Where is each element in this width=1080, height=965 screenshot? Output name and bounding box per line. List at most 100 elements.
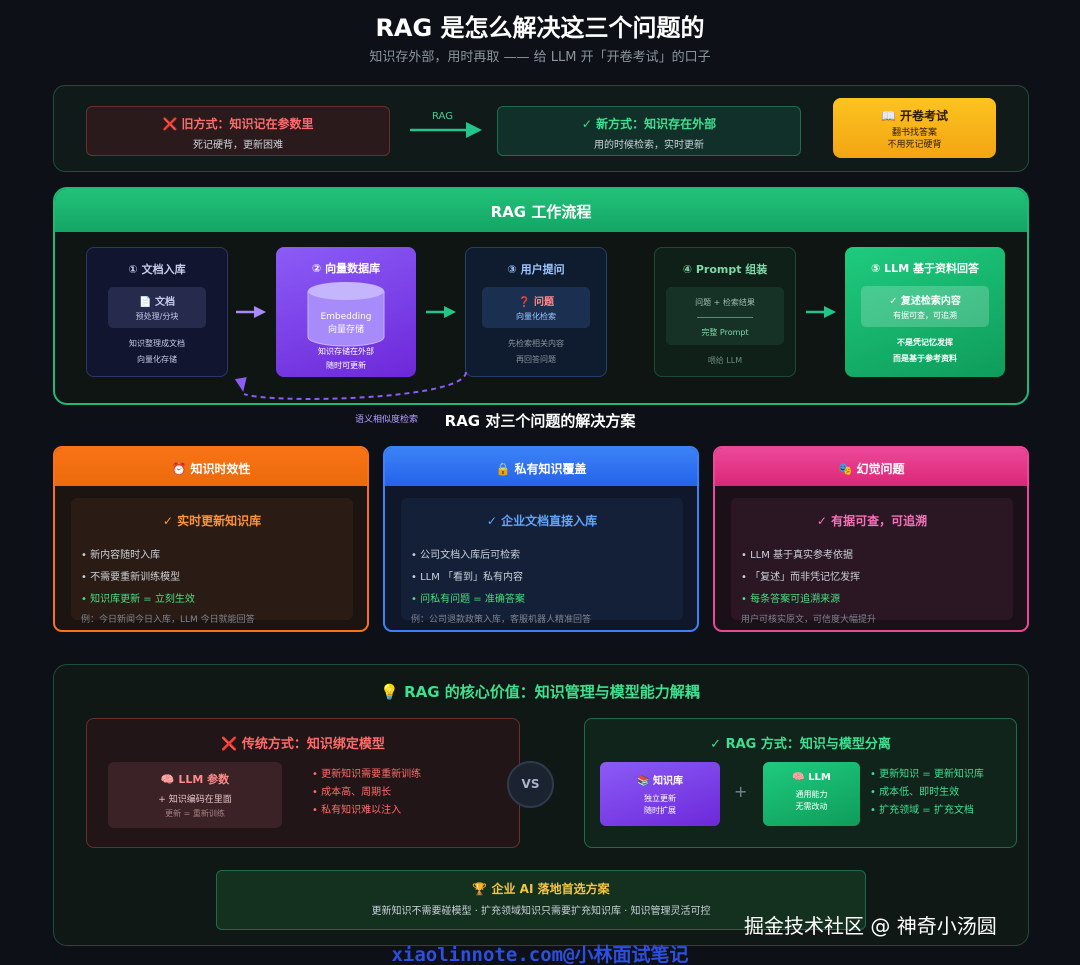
step1-title: ① 文档入库 [128, 263, 186, 276]
enterprise-best-choice-box: 🏆 企业 AI 落地首选方案 更新知识不需要碰模型 · 扩充领域知识只需要扩充知… [216, 870, 866, 930]
step2-foot-2: 随时可更新 [326, 361, 366, 370]
step5-title: ⑤ LLM 基于资料回答 [871, 262, 979, 275]
llm-params-sub: + 知识编码在里面 [158, 795, 232, 805]
card2-example: 例：公司退款政策入库，客服机器人精准回答 [411, 615, 592, 625]
step4-inner-sub: 完整 Prompt [701, 328, 749, 337]
new-method-title: ✓ 新方式：知识存在外部 [581, 117, 717, 131]
llm-title: 🧠 LLM [792, 772, 831, 783]
step3-foot-1: 先检索相关内容 [508, 339, 564, 348]
traditional-list: • 更新知识需要重新训练 • 成本高、周期长 • 私有知识难以注入 [312, 766, 421, 820]
card3-title: ✓ 有据可查，可追溯 [816, 514, 928, 528]
old-method-desc: 死记硬背，更新困难 [193, 140, 283, 151]
step5-foot-1: 不是凭记忆发挥 [897, 338, 953, 347]
list-item-highlight: • 问私有问题 = 准确答案 [411, 594, 525, 605]
old-method-title: ❌ 旧方式：知识记在参数里 [162, 117, 314, 131]
step1-foot: 知识整理成文档 向量化存储 [87, 336, 227, 368]
llm-desc: 通用能力 无需改动 [763, 789, 860, 813]
vs-badge: VS [507, 761, 554, 808]
arrow-3-icon [806, 306, 836, 318]
step4-foot-1: 喂给 LLM [707, 356, 743, 365]
best-choice-desc: 更新知识不需要碰模型 · 扩充领域知识只需要扩充知识库 · 知识管理灵活可控 [371, 906, 711, 917]
step-document-ingest: ① 文档入库 📄 文档 预处理/分块 知识整理成文档 向量化存储 [86, 247, 228, 377]
knowledge-base-line-1: 独立更新 [644, 794, 676, 803]
rag-list: • 更新知识 = 更新知识库 • 成本低、即时生效 • 扩充领域 = 扩充文档 [870, 766, 984, 820]
card3-body: ✓ 有据可查，可追溯 • LLM 基于真实参考依据 • 「复述」而非凭记忆发挥 … [731, 498, 1013, 625]
open-book-exam-box: 📖 开卷考试 翻书找答案 不用死记硬背 [833, 98, 996, 158]
card-private-knowledge: 🔒 私有知识覆盖 ✓ 企业文档直接入库 • 公司文档入库后可检索 • LLM 「… [383, 446, 699, 632]
step2-inner-sub: 向量存储 [327, 325, 364, 335]
knowledge-base-line-2: 随时扩展 [644, 806, 676, 815]
card-knowledge-timeliness: ⏰ 知识时效性 ✓ 实时更新知识库 • 新内容随时入库 • 不需要重新训练模型 … [53, 446, 369, 632]
exam-line-1: 翻书找答案 [891, 128, 937, 138]
step2-inner: Embedding 向量存储 [276, 311, 416, 337]
step5-foot-2: 而是基于参考资料 [893, 354, 957, 363]
step2-foot-1: 知识存储在外部 [318, 347, 374, 356]
card2-body: ✓ 企业文档直接入库 • 公司文档入库后可检索 • LLM 「看到」私有内容 •… [401, 498, 683, 625]
step3-inner: ❓ 问题 向量化检索 [482, 287, 590, 328]
list-item: • 新内容随时入库 [81, 550, 161, 561]
exam-line-2: 不用死记硬背 [887, 140, 942, 150]
site-watermark: xiaolinnote.com@小林面试笔记 [391, 944, 689, 965]
llm-params-note: 更新 = 重新训练 [165, 809, 225, 818]
step1-inner-sub: 预处理/分块 [135, 312, 179, 321]
list-item: • 扩充领域 = 扩充文档 [870, 805, 974, 816]
step4-inner: 问题 + 检索结果 完整 Prompt [666, 287, 784, 345]
card1-list: • 新内容随时入库 • 不需要重新训练模型 • 知识库更新 = 立刻生效 [81, 545, 353, 611]
step1-foot-2: 向量化存储 [137, 355, 177, 364]
list-item-highlight: • 知识库更新 = 立刻生效 [81, 594, 195, 605]
step4-inner-title: 问题 + 检索结果 [695, 298, 755, 307]
step3-foot: 先检索相关内容 再回答问题 [466, 336, 606, 368]
old-method-box: ❌ 旧方式：知识记在参数里 死记硬背，更新困难 [86, 106, 390, 156]
list-item: • LLM 「看到」私有内容 [411, 572, 524, 583]
card3-list: • LLM 基于真实参考依据 • 「复述」而非凭记忆发挥 • 每条答案可追溯来源 [741, 545, 1013, 611]
card2-header: 🔒 私有知识覆盖 [385, 448, 697, 486]
step2-foot: 知识存储在外部 随时可更新 [276, 345, 416, 373]
step3-inner-title: ❓ 问题 [518, 297, 554, 308]
card3-example: 用户可核实原文，可信度大幅提升 [741, 615, 877, 625]
step4-title: ④ Prompt 组装 [682, 263, 768, 276]
rag-method-title: ✓ RAG 方式：知识与模型分离 [710, 737, 891, 752]
step1-foot-1: 知识整理成文档 [129, 339, 185, 348]
list-item-highlight: • 每条答案可追溯来源 [741, 594, 841, 605]
step3-inner-sub: 向量化检索 [516, 312, 556, 321]
knowledge-base-title: 📚 知识库 [637, 776, 683, 787]
knowledge-base-box: 📚 知识库 独立更新 随时扩展 [600, 762, 720, 826]
card2-title: ✓ 企业文档直接入库 [486, 514, 598, 528]
card1-body: ✓ 实时更新知识库 • 新内容随时入库 • 不需要重新训练模型 • 知识库更新 … [71, 498, 353, 625]
list-item: • 不需要重新训练模型 [81, 572, 181, 583]
step5-inner-title: ✓ 复述检索内容 [889, 296, 961, 307]
card3-header: 🎭 幻觉问题 [715, 448, 1027, 486]
llm-params-title: 🧠 LLM 参数 [160, 773, 230, 786]
arrow-1-icon [236, 306, 266, 318]
new-method-desc: 用的时候检索，实时更新 [594, 140, 704, 151]
step4-foot: 喂给 LLM [655, 353, 795, 369]
step5-foot: 不是凭记忆发挥 而是基于参考资料 [845, 335, 1005, 367]
rag-arrow-label: RAG [432, 111, 453, 122]
list-item: • 更新知识需要重新训练 [312, 769, 422, 780]
list-item: • 私有知识难以注入 [312, 805, 402, 816]
list-item: • 「复述」而非凭记忆发挥 [741, 572, 861, 583]
step-llm-answer: ⑤ LLM 基于资料回答 ✓ 复述检索内容 有据可查，可追溯 不是凭记忆发挥 而… [845, 247, 1005, 377]
list-item: • LLM 基于真实参考依据 [741, 550, 854, 561]
database-cylinder-icon [307, 282, 385, 347]
retrieval-loop-arrow-icon [234, 371, 467, 400]
step5-inner-sub: 有据可查，可追溯 [893, 311, 957, 320]
workflow-title: RAG 工作流程 [55, 189, 1027, 232]
exam-title: 📖 开卷考试 [880, 109, 949, 123]
solutions-title: RAG 对三个问题的解决方案 [444, 412, 636, 430]
step-prompt-assembly: ④ Prompt 组装 问题 + 检索结果 完整 Prompt 喂给 LLM [654, 247, 796, 377]
step2-title: ② 向量数据库 [311, 262, 381, 275]
llm-params-box: 🧠 LLM 参数 + 知识编码在里面 更新 = 重新训练 [108, 762, 282, 828]
knowledge-base-desc: 独立更新 随时扩展 [600, 793, 720, 817]
juejin-watermark: 掘金技术社区 @ 神奇小汤圆 [744, 914, 997, 938]
card-hallucination: 🎭 幻觉问题 ✓ 有据可查，可追溯 • LLM 基于真实参考依据 • 「复述」而… [713, 446, 1029, 632]
step-user-question: ③ 用户提问 ❓ 问题 向量化检索 先检索相关内容 再回答问题 [465, 247, 607, 377]
step3-foot-2: 再回答问题 [516, 355, 556, 364]
core-value-title: 💡 RAG 的核心价值：知识管理与模型能力解耦 [380, 683, 700, 701]
step2-inner-title: Embedding [320, 312, 372, 322]
card1-header: ⏰ 知识时效性 [55, 448, 367, 486]
list-item: • 成本高、周期长 [312, 787, 392, 798]
traditional-title: ❌ 传统方式：知识绑定模型 [221, 737, 385, 752]
arrow-2-icon [426, 306, 456, 318]
llm-box: 🧠 LLM 通用能力 无需改动 [763, 762, 860, 826]
